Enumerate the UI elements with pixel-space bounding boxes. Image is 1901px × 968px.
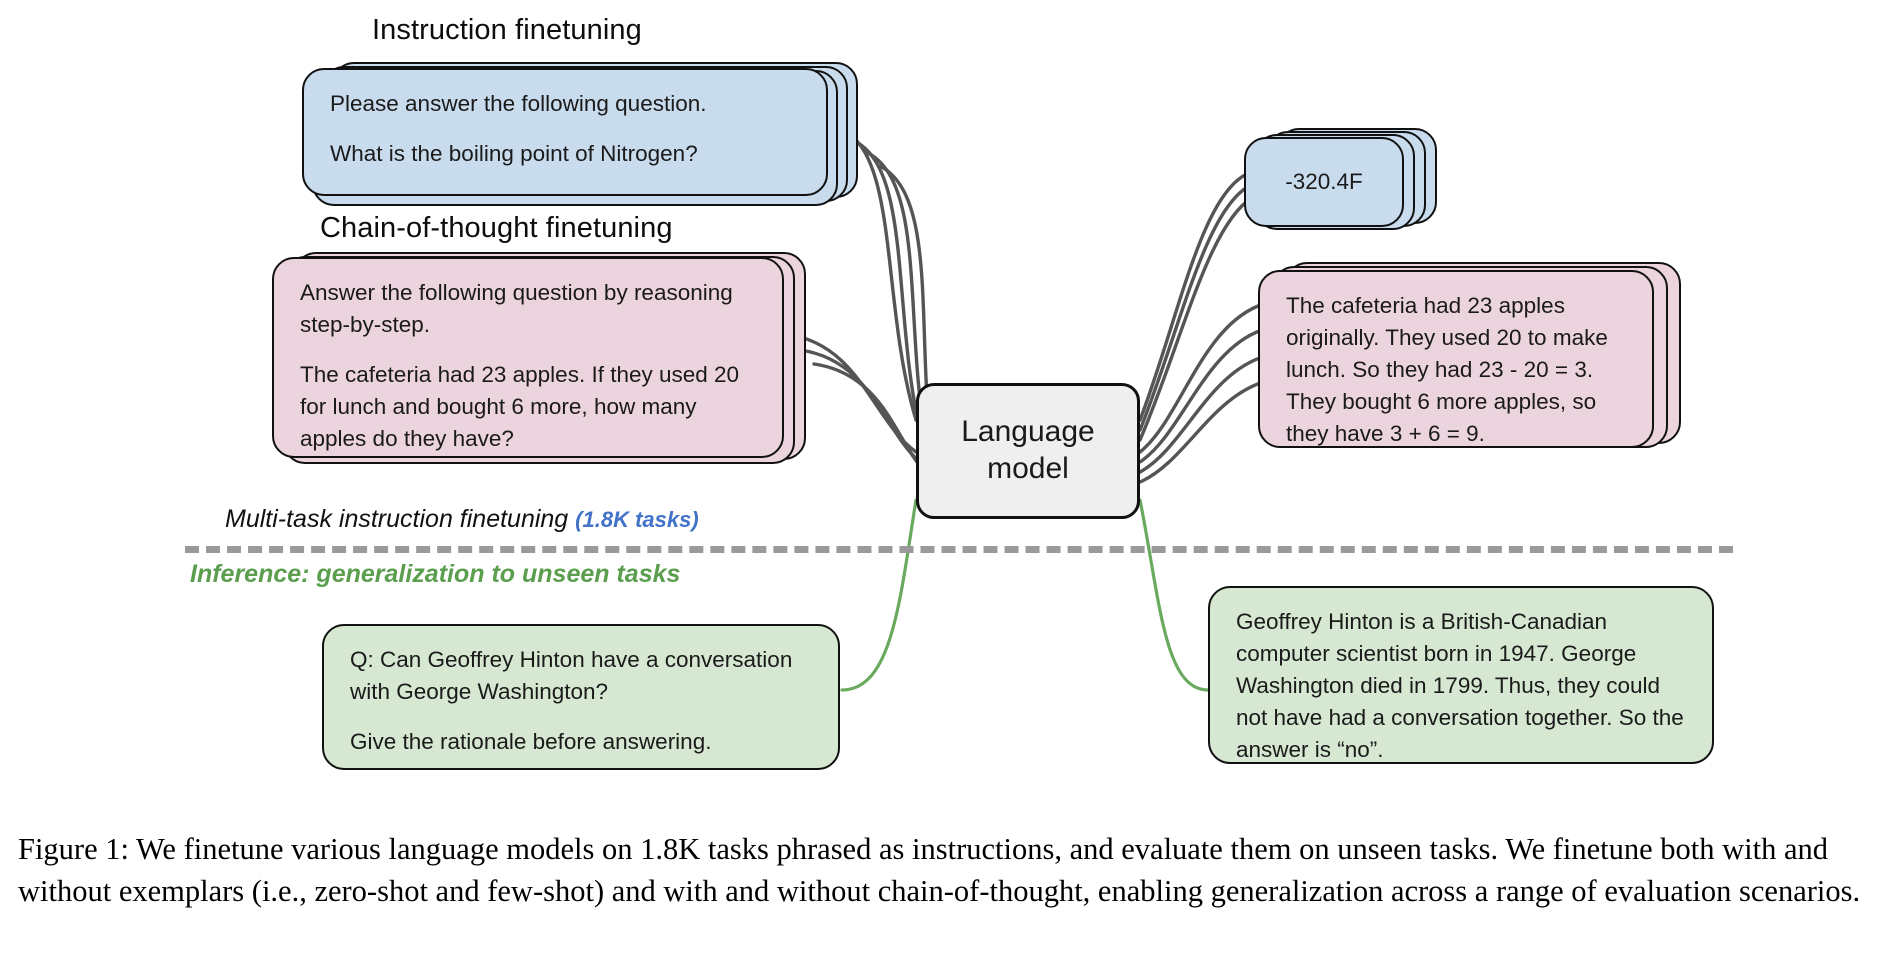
inference-output-card-stack[interactable]: Geoffrey Hinton is a British-Canadian co… <box>1208 586 1716 766</box>
multitask-finetuning-text: Multi-task instruction finetuning <box>225 505 569 533</box>
wire-cot-2 <box>798 348 922 464</box>
inference-input-card-stack[interactable]: Q: Can Geoffrey Hinton have a conversati… <box>322 624 842 772</box>
instruction-output-text: -320.4F <box>1285 169 1363 195</box>
wire-out-instruction-3 <box>1138 195 1255 442</box>
wire-cot-3 <box>812 362 926 472</box>
instruction-output-card-stack[interactable]: -320.4F <box>1244 128 1444 232</box>
instruction-finetuning-title: Instruction finetuning <box>372 14 642 46</box>
cot-output-text: The cafeteria had 23 apples originally. … <box>1286 293 1608 446</box>
inference-generalization-label: Inference: generalization to unseen task… <box>190 560 681 588</box>
wire-out-instruction-2 <box>1138 184 1251 432</box>
wire-instruction-2 <box>850 138 922 432</box>
wire-out-cot-3 <box>1138 354 1268 474</box>
inference-input-line-2: Give the rationale before answering. <box>350 728 712 754</box>
language-model-label: Language model <box>961 414 1094 487</box>
dashed-divider <box>185 546 1733 553</box>
inference-output-card[interactable]: Geoffrey Hinton is a British-Canadian co… <box>1208 586 1714 764</box>
cot-output-card[interactable]: The cafeteria had 23 apples originally. … <box>1258 270 1654 448</box>
cot-output-card-stack[interactable]: The cafeteria had 23 apples originally. … <box>1258 262 1688 452</box>
multitask-finetuning-label: Multi-task instruction finetuning (1.8K … <box>225 505 699 534</box>
chain-of-thought-finetuning-title: Chain-of-thought finetuning <box>320 212 673 244</box>
language-model-line-1: Language <box>961 415 1095 449</box>
figure-caption: Figure 1: We finetune various language m… <box>18 828 1886 912</box>
inference-input-card[interactable]: Q: Can Geoffrey Hinton have a conversati… <box>322 624 840 770</box>
instruction-input-line-1: Please answer the following question. <box>330 91 707 116</box>
figure-caption-label: Figure 1: <box>18 832 129 866</box>
wire-out-cot-2 <box>1138 328 1264 464</box>
cot-input-line-2: The cafeteria had 23 apples. If they use… <box>300 361 740 451</box>
inference-output-text: Geoffrey Hinton is a British-Canadian co… <box>1236 609 1684 762</box>
multitask-task-count: (1.8K tasks) <box>575 507 699 532</box>
inference-input-line-1: Q: Can Geoffrey Hinton have a conversati… <box>350 647 793 704</box>
wire-out-cot-4 <box>1138 378 1272 484</box>
wire-inference-out <box>1138 498 1210 692</box>
instruction-output-card[interactable]: -320.4F <box>1244 137 1404 227</box>
chain-of-thought-input-card-stack[interactable]: Answer the following question by reasoni… <box>272 252 812 468</box>
cot-input-line-1: Answer the following question by reasoni… <box>300 280 733 337</box>
language-model-line-2: model <box>987 452 1069 485</box>
figure-caption-text: We finetune various language models on 1… <box>18 832 1861 909</box>
wire-out-instruction-1 <box>1138 173 1247 422</box>
instruction-input-card-stack[interactable]: Please answer the following question. Wh… <box>302 62 858 206</box>
language-model-box[interactable]: Language model <box>916 383 1140 519</box>
cot-input-text: Answer the following question by reasoni… <box>300 277 756 455</box>
instruction-input-card[interactable]: Please answer the following question. Wh… <box>302 68 828 196</box>
wire-out-cot-1 <box>1138 304 1260 454</box>
instruction-input-line-2: What is the boiling point of Nitrogen? <box>330 140 698 166</box>
cot-input-card[interactable]: Answer the following question by reasoni… <box>272 257 784 458</box>
inference-input-text: Q: Can Geoffrey Hinton have a conversati… <box>350 644 812 758</box>
wire-inference-in <box>840 498 918 692</box>
instruction-input-text: Please answer the following question. Wh… <box>330 88 800 170</box>
